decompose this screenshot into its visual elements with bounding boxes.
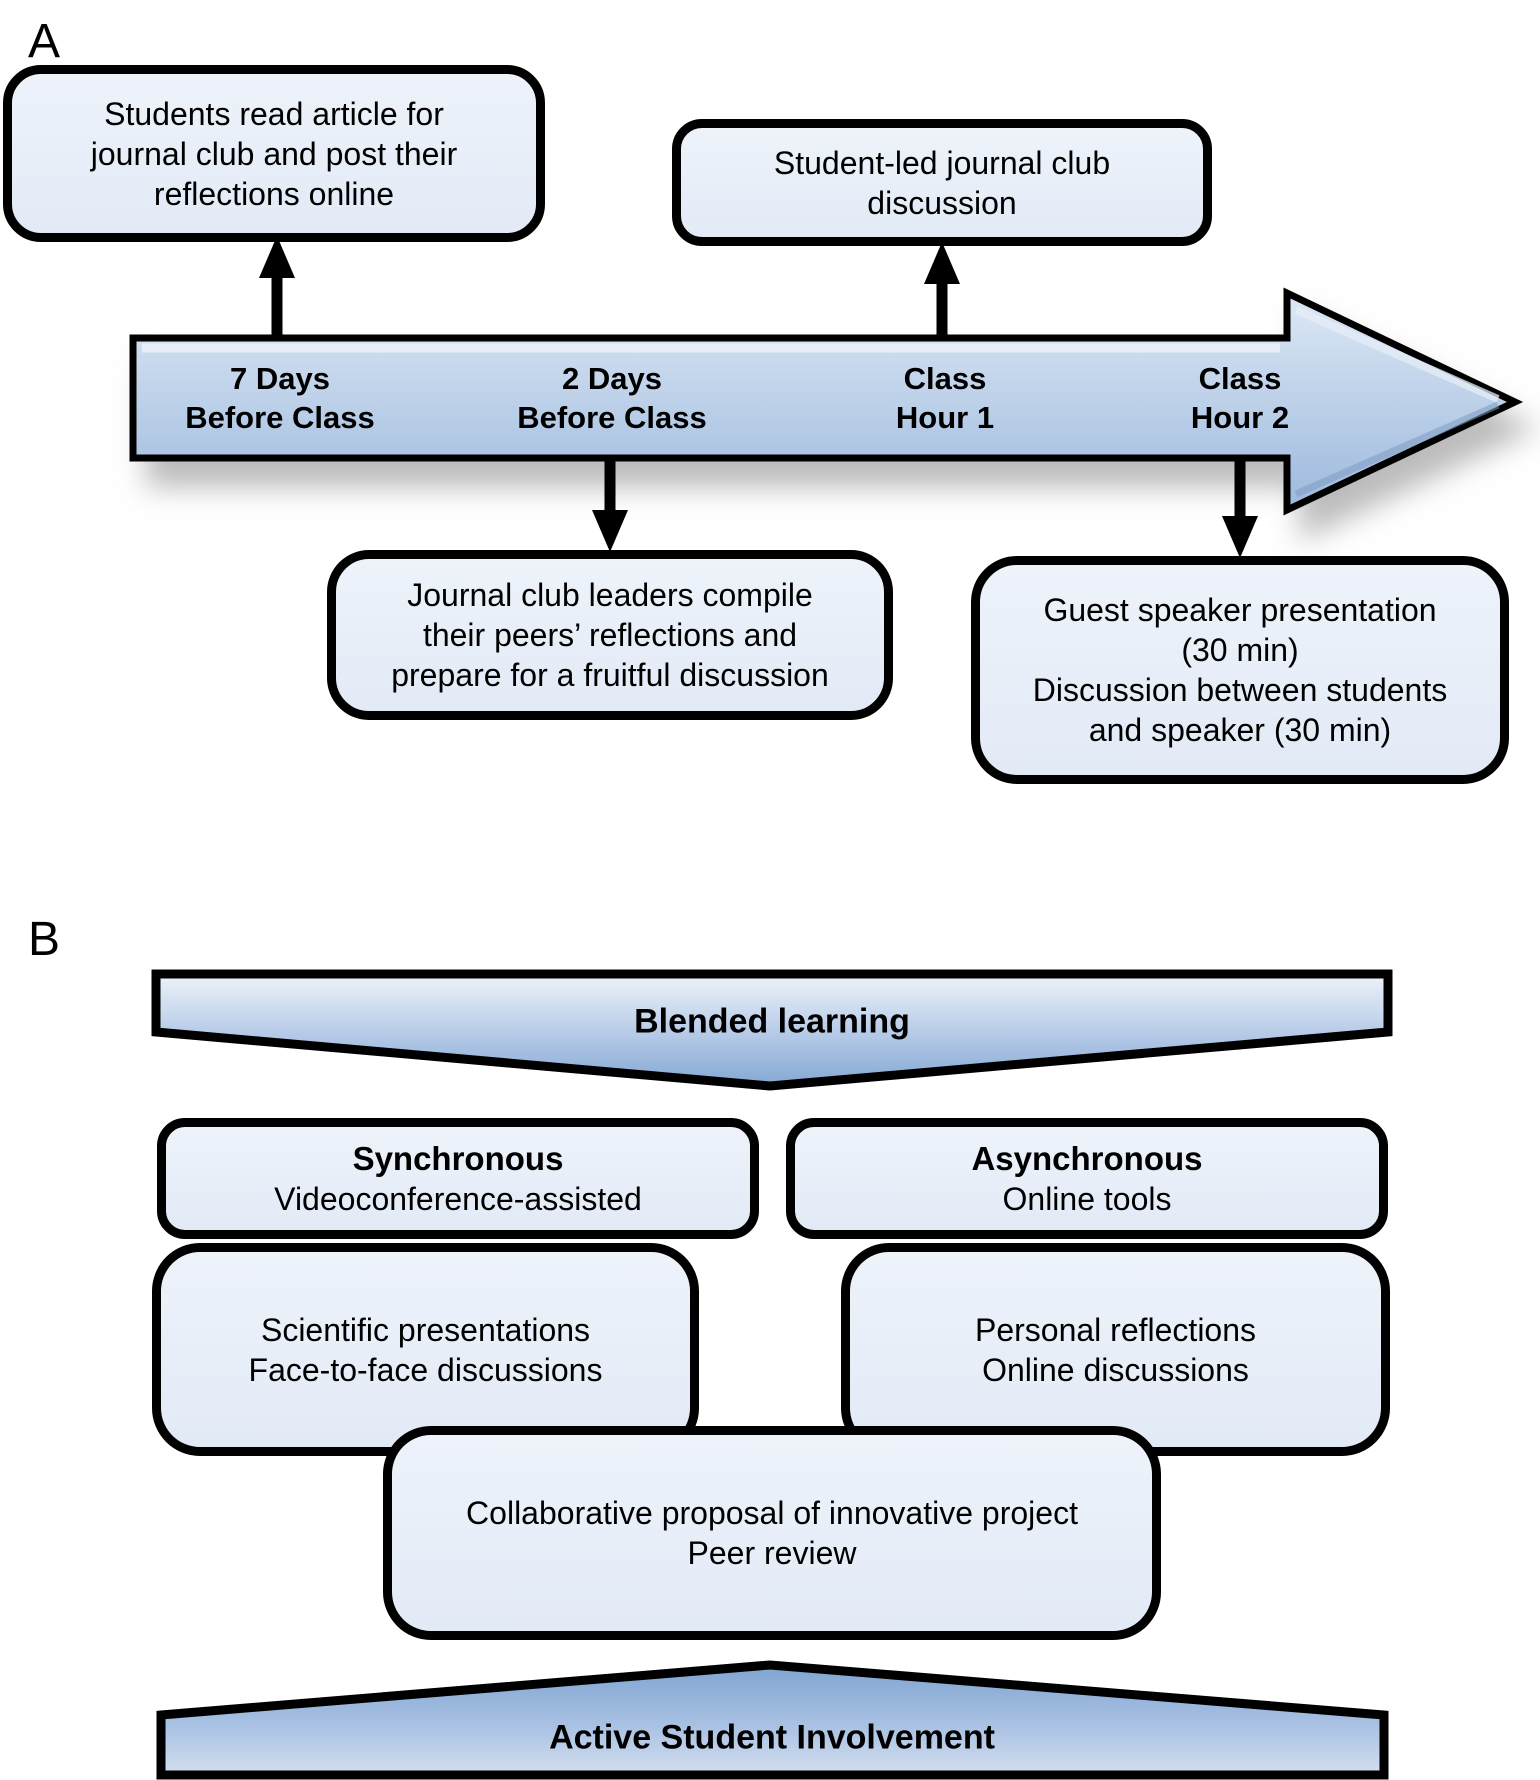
timeline-label-class-hour-2: Class Hour 2 [1191,359,1289,437]
box-students-read-article: Students read article for journal club a… [3,65,545,242]
box-text-line: Journal club leaders compile [407,577,813,613]
timeline-arrow [129,287,1524,516]
box-text-line: (30 min) [1181,632,1299,668]
connector-up-2-icon [924,242,960,338]
timeline-label-line: Class [1198,361,1282,396]
timeline-label-line: Hour 1 [895,400,995,435]
box-title: Asynchronous [971,1139,1203,1177]
box-text-line: journal club and post their [90,135,458,172]
box-text-line: Online discussions [982,1351,1249,1388]
box-journal-club-leaders: Journal club leaders compile their peers… [327,550,893,720]
box-text-line: Discussion between students [1032,672,1448,708]
box-scientific-presentations: Scientific presentations Face-to-face di… [152,1243,699,1456]
active-student-involvement-title: Active Student Involvement [549,1718,995,1757]
timeline-label-line: 7 Days [230,361,330,396]
timeline-label-line: Before Class [517,400,707,435]
arrowhead-bottom-bevel [1294,401,1500,498]
box-text-line: their peers’ reflections and [422,617,798,653]
blended-learning-banner [151,969,1393,1091]
connector-down-1-icon [592,458,628,552]
box-text-line: Collaborative proposal of innovative pro… [466,1495,1078,1531]
box-text-line: Guest speaker presentation [1043,592,1437,628]
timeline-label-line: Class [903,361,987,396]
blended-learning-title: Blended learning [634,1002,910,1041]
connector-down-2-icon [1222,458,1258,558]
panel-b-label: B [28,913,61,966]
box-text-line: prepare for a fruitful discussion [391,657,829,693]
box-student-led-discussion: Student-led journal club discussion [672,119,1212,246]
box-text-line: Student-led journal club [773,144,1111,181]
timeline-label-7-days: 7 Days Before Class [185,359,375,437]
timeline-label-2-days: 2 Days Before Class [517,359,707,437]
panel-a-label: A [28,15,61,68]
timeline-label-line: 2 Days [562,361,662,396]
box-text-line: Peer review [687,1535,857,1571]
box-subtitle: Videoconference-assisted [274,1180,642,1217]
box-synchronous: Synchronous Videoconference-assisted [157,1118,759,1239]
box-text-line: Scientific presentations [260,1311,591,1348]
arrowhead-top-bevel [1294,306,1500,403]
timeline-label-line: Before Class [185,400,375,435]
box-title: Synchronous [352,1139,564,1177]
box-personal-reflections: Personal reflections Online discussions [841,1243,1390,1456]
timeline-label-line: Hour 2 [1190,400,1290,435]
box-subtitle: Online tools [1002,1180,1172,1217]
box-guest-speaker: Guest speaker presentation (30 min) Disc… [971,556,1509,784]
box-collaborative-proposal: Collaborative proposal of innovative pro… [383,1426,1161,1640]
box-asynchronous: Asynchronous Online tools [786,1118,1388,1239]
box-text-line: reflections online [153,175,395,212]
active-student-involvement-banner [156,1660,1389,1780]
box-text-line: discussion [867,184,1017,221]
box-text-line: Students read article for [104,95,444,132]
box-text-line: and speaker (30 min) [1088,712,1392,748]
box-text-line: Face-to-face discussions [248,1351,603,1388]
box-text-line: Personal reflections [974,1311,1257,1348]
connector-up-1-icon [259,236,295,337]
timeline-label-class-hour-1: Class Hour 1 [896,359,994,437]
